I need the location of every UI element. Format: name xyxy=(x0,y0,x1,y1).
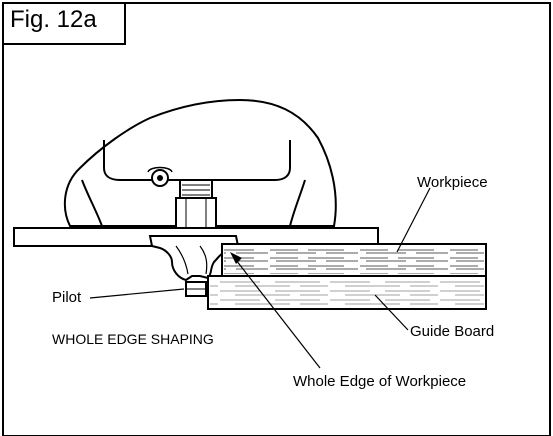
collet-body xyxy=(175,197,217,231)
housing-slot-right xyxy=(289,179,306,227)
section-caption: WHOLE EDGE SHAPING xyxy=(52,331,214,347)
housing-slot-left xyxy=(81,179,103,227)
leader-workpiece xyxy=(396,187,431,253)
leader-whole-edge xyxy=(235,259,321,369)
leader-pilot xyxy=(89,288,185,299)
guide-board-label: Guide Board xyxy=(410,323,495,340)
figure-title: Fig. 12a xyxy=(10,6,97,33)
pilot-label: Pilot xyxy=(52,289,82,306)
leader-guide-board xyxy=(374,294,409,331)
title-box xyxy=(3,3,126,45)
whole-edge-label: Whole Edge of Workpiece xyxy=(293,373,467,390)
workpiece-label: Workpiece xyxy=(417,174,488,191)
router-housing xyxy=(63,98,337,227)
arrowhead-whole-edge xyxy=(230,252,242,264)
